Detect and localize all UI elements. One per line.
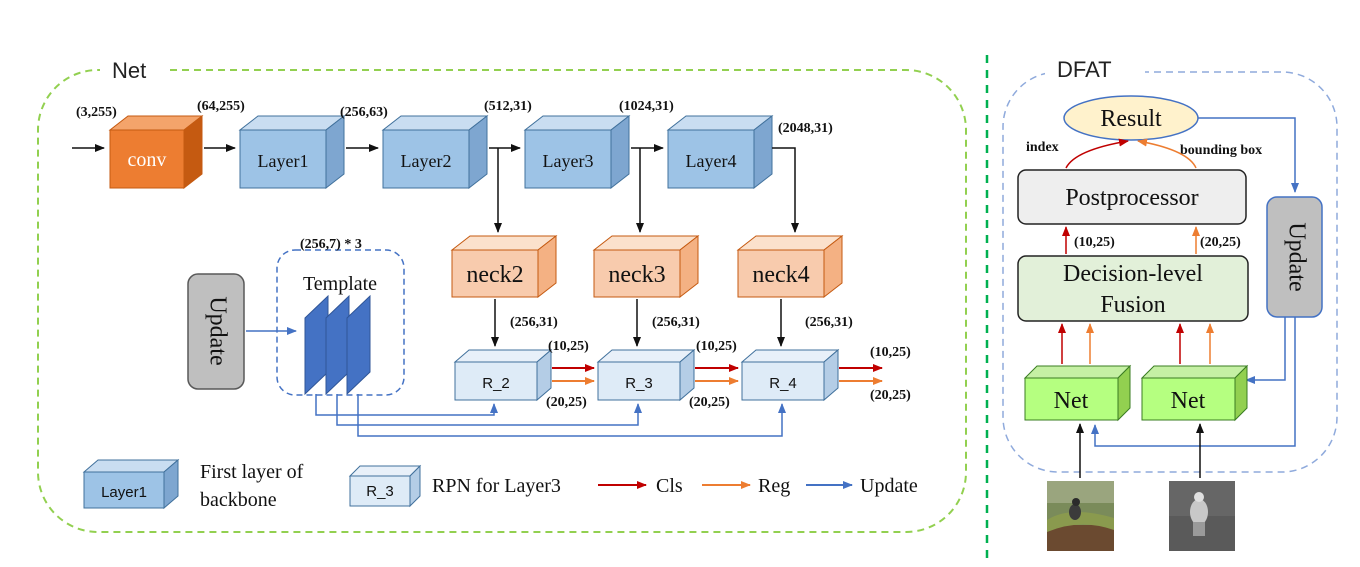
r4-block: R_4 <box>740 348 840 402</box>
update-block-net <box>187 273 245 390</box>
layer2-label: Layer2 <box>401 151 452 171</box>
conv-label: conv <box>128 149 167 171</box>
fusion-cls-dim: (10,25) <box>1074 235 1115 250</box>
template-to-r4 <box>357 394 786 437</box>
cls-dim-2: (10,25) <box>696 339 737 354</box>
update-to-net2-arrow <box>1245 317 1286 384</box>
dim-conv: (64,255) <box>197 99 245 114</box>
cls-dim-1: (10,25) <box>548 339 589 354</box>
dim-layer2: (512,31) <box>484 99 532 114</box>
r4-label: R_4 <box>769 375 797 392</box>
layer1-label: Layer1 <box>258 151 309 171</box>
template-box <box>276 249 405 396</box>
legend-rpn-label: R_3 <box>366 483 394 500</box>
net-rgb-label: Net <box>1054 388 1089 414</box>
layer1-block: Layer1 <box>238 114 346 190</box>
rgb-input-image <box>1047 481 1114 551</box>
template-to-r2 <box>315 394 498 416</box>
legend-layer1-desc-2: backbone <box>200 489 277 511</box>
fusion-block <box>1017 255 1249 322</box>
dim-neck3: (256,31) <box>652 315 700 330</box>
reg-dim-2: (20,25) <box>689 395 730 410</box>
layer4-label: Layer4 <box>686 151 737 171</box>
legend-rpn: R_3 <box>348 464 422 508</box>
dim-neck4: (256,31) <box>805 315 853 330</box>
result-label: Result <box>1100 106 1162 132</box>
dfat-panel-border <box>1002 71 1338 473</box>
index-arrow <box>1065 138 1129 169</box>
neck3-block: neck3 <box>592 234 700 299</box>
dim-layer4: (2048,31) <box>778 121 833 136</box>
index-label: index <box>1026 140 1059 155</box>
legend-layer1-desc-1: First layer of <box>200 461 304 483</box>
neck3-label: neck3 <box>608 262 665 288</box>
r3-label: R_3 <box>625 375 653 392</box>
net-panel-border <box>37 69 967 533</box>
reg-dim-1: (20,25) <box>546 395 587 410</box>
template-to-r3 <box>336 394 642 426</box>
net-panel-title: Net <box>112 58 146 83</box>
r2-block: R_2 <box>453 348 553 402</box>
postprocessor-block <box>1017 169 1247 225</box>
fusion-label-1: Decision-level <box>1063 261 1203 287</box>
result-to-update-arrow <box>1198 117 1299 193</box>
legend-update: Update <box>860 475 918 497</box>
postprocessor-label: Postprocessor <box>1065 185 1198 211</box>
update-label-dfat: Update <box>1283 222 1309 291</box>
dim-layer1: (256,63) <box>340 105 388 120</box>
r3-block: R_3 <box>596 348 696 402</box>
fusion-reg-dim: (20,25) <box>1200 235 1241 250</box>
dim-layer3: (1024,31) <box>619 99 674 114</box>
reg-dim-out: (20,25) <box>870 388 911 403</box>
legend-rpn-desc: RPN for Layer3 <box>432 475 561 497</box>
arrow-to-neck4 <box>772 147 799 233</box>
update-to-net1-arrow <box>1091 317 1296 447</box>
layer3-block: Layer3 <box>523 114 631 190</box>
layer2-block: Layer2 <box>381 114 489 190</box>
legend-reg: Reg <box>758 475 790 497</box>
neck4-label: neck4 <box>752 262 809 288</box>
bbox-label: bounding box <box>1180 143 1262 158</box>
neck4-block: neck4 <box>736 234 844 299</box>
bbox-arrow <box>1137 138 1197 169</box>
dfat-panel-title: DFAT <box>1057 57 1112 82</box>
legend-layer1: Layer1 <box>82 458 180 510</box>
neck2-block: neck2 <box>450 234 558 299</box>
dim-neck2: (256,31) <box>510 315 558 330</box>
legend-layer1-label: Layer1 <box>101 484 147 501</box>
update-label-net: Update <box>204 296 230 365</box>
thermal-input-image <box>1169 481 1235 551</box>
cls-dim-out: (10,25) <box>870 345 911 360</box>
net-thermal-label: Net <box>1171 388 1206 414</box>
conv-block: conv <box>108 114 204 190</box>
fusion-label-2: Fusion <box>1100 292 1165 318</box>
neck2-label: neck2 <box>466 262 523 288</box>
net-block-rgb: Net <box>1023 364 1132 422</box>
r2-label: R_2 <box>482 375 510 392</box>
legend-cls: Cls <box>656 475 683 497</box>
template-dim: (256,7) * 3 <box>300 237 362 252</box>
layer4-block: Layer4 <box>666 114 774 190</box>
dim-input: (3,255) <box>76 105 117 120</box>
net-block-thermal: Net <box>1140 364 1249 422</box>
layer3-label: Layer3 <box>543 151 594 171</box>
template-label: Template <box>303 273 377 295</box>
template-slices <box>304 294 371 396</box>
